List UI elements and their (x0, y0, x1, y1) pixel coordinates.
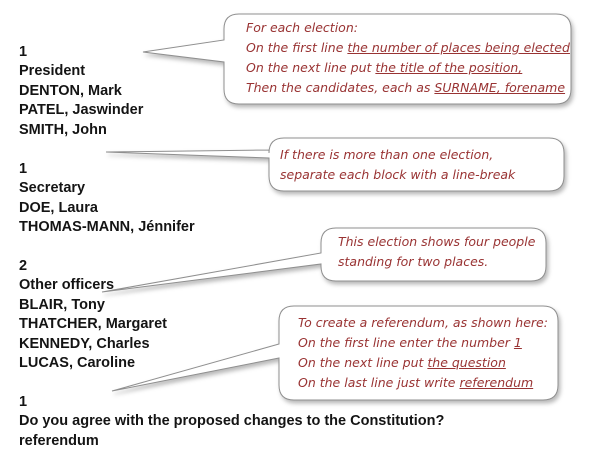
referendum-note-text: On the first line enter the number (298, 335, 514, 350)
election-note-heading: For each election: (246, 20, 358, 35)
doc-line: 1 (19, 160, 28, 177)
doc-line: 1 (19, 44, 28, 60)
referendum-callout-bubble (111, 305, 559, 401)
election-note-line: On the next line put the title of the po… (246, 58, 570, 78)
multi-note-line: standing for two places. (338, 254, 489, 269)
doc-line: PATEL, Jaswinder (19, 102, 144, 119)
separator-callout-bubble (105, 137, 565, 192)
doc-line: DENTON, Mark (19, 82, 122, 99)
election-note-emphasis: the title of the position, (375, 60, 523, 75)
doc-line: referendum (19, 432, 99, 449)
multi-callout-bubble (101, 227, 547, 293)
election-note-text: Then the candidates, each as (246, 80, 435, 95)
election-callout-bubble (142, 13, 572, 105)
referendum-note-line: On the last line just write referendum (298, 373, 548, 393)
ballot-document: 1 President DENTON, Mark PATEL, Jaswinde… (19, 43, 444, 451)
election-callout-text: For each election: On the first line the… (246, 18, 570, 98)
election-note-emphasis: the number of places being elected (347, 40, 570, 55)
referendum-note-heading: To create a referendum, as shown here: (298, 315, 548, 330)
multi-note-line: This election shows four people (338, 234, 536, 249)
doc-line: THOMAS-MANN, Jénnifer (19, 218, 195, 235)
referendum-note-emphasis: the question (427, 355, 506, 370)
doc-line: Do you agree with the proposed changes t… (19, 413, 445, 430)
separator-callout-text: If there is more than one election, sepa… (280, 145, 515, 185)
election-note-line: On the first line the number of places b… (246, 38, 570, 58)
referendum-note-emphasis: 1 (513, 335, 522, 350)
multi-callout-text: This election shows four people standing… (338, 232, 535, 272)
doc-line: KENNEDY, Charles (19, 335, 150, 352)
election-note-line: Then the candidates, each as SURNAME, fo… (246, 78, 570, 98)
doc-line: 2 (19, 257, 28, 274)
doc-line: LUCAS, Caroline (19, 355, 136, 371)
doc-line: President (19, 63, 86, 80)
doc-line: Secretary (19, 180, 86, 197)
referendum-note-text: On the next line put (298, 355, 428, 370)
doc-line: THATCHER, Margaret (19, 316, 167, 333)
referendum-note-line: To create a referendum, as shown here: (298, 313, 548, 333)
election-note-emphasis: SURNAME, forename (434, 80, 566, 95)
doc-line: SMITH, John (19, 121, 107, 138)
doc-line: BLAIR, Tony (19, 296, 105, 313)
referendum-note-line: On the next line put the question (298, 353, 548, 373)
referendum-note-emphasis: referendum (459, 375, 534, 390)
separator-note-line: If there is more than one election, (280, 147, 494, 162)
doc-line: 1 (19, 393, 28, 410)
referendum-note-line: On the first line enter the number 1 (298, 333, 548, 353)
separator-note-line: separate each block with a line-break (280, 167, 516, 182)
election-note-text: On the first line (246, 40, 348, 55)
doc-line: DOE, Laura (19, 199, 98, 216)
doc-line: Other officers (19, 277, 115, 294)
election-note-text: On the next line put (246, 60, 376, 75)
referendum-note-text: On the last line just write (298, 375, 460, 390)
referendum-callout-text: To create a referendum, as shown here: O… (298, 313, 548, 393)
election-note-line: For each election: (246, 18, 570, 38)
